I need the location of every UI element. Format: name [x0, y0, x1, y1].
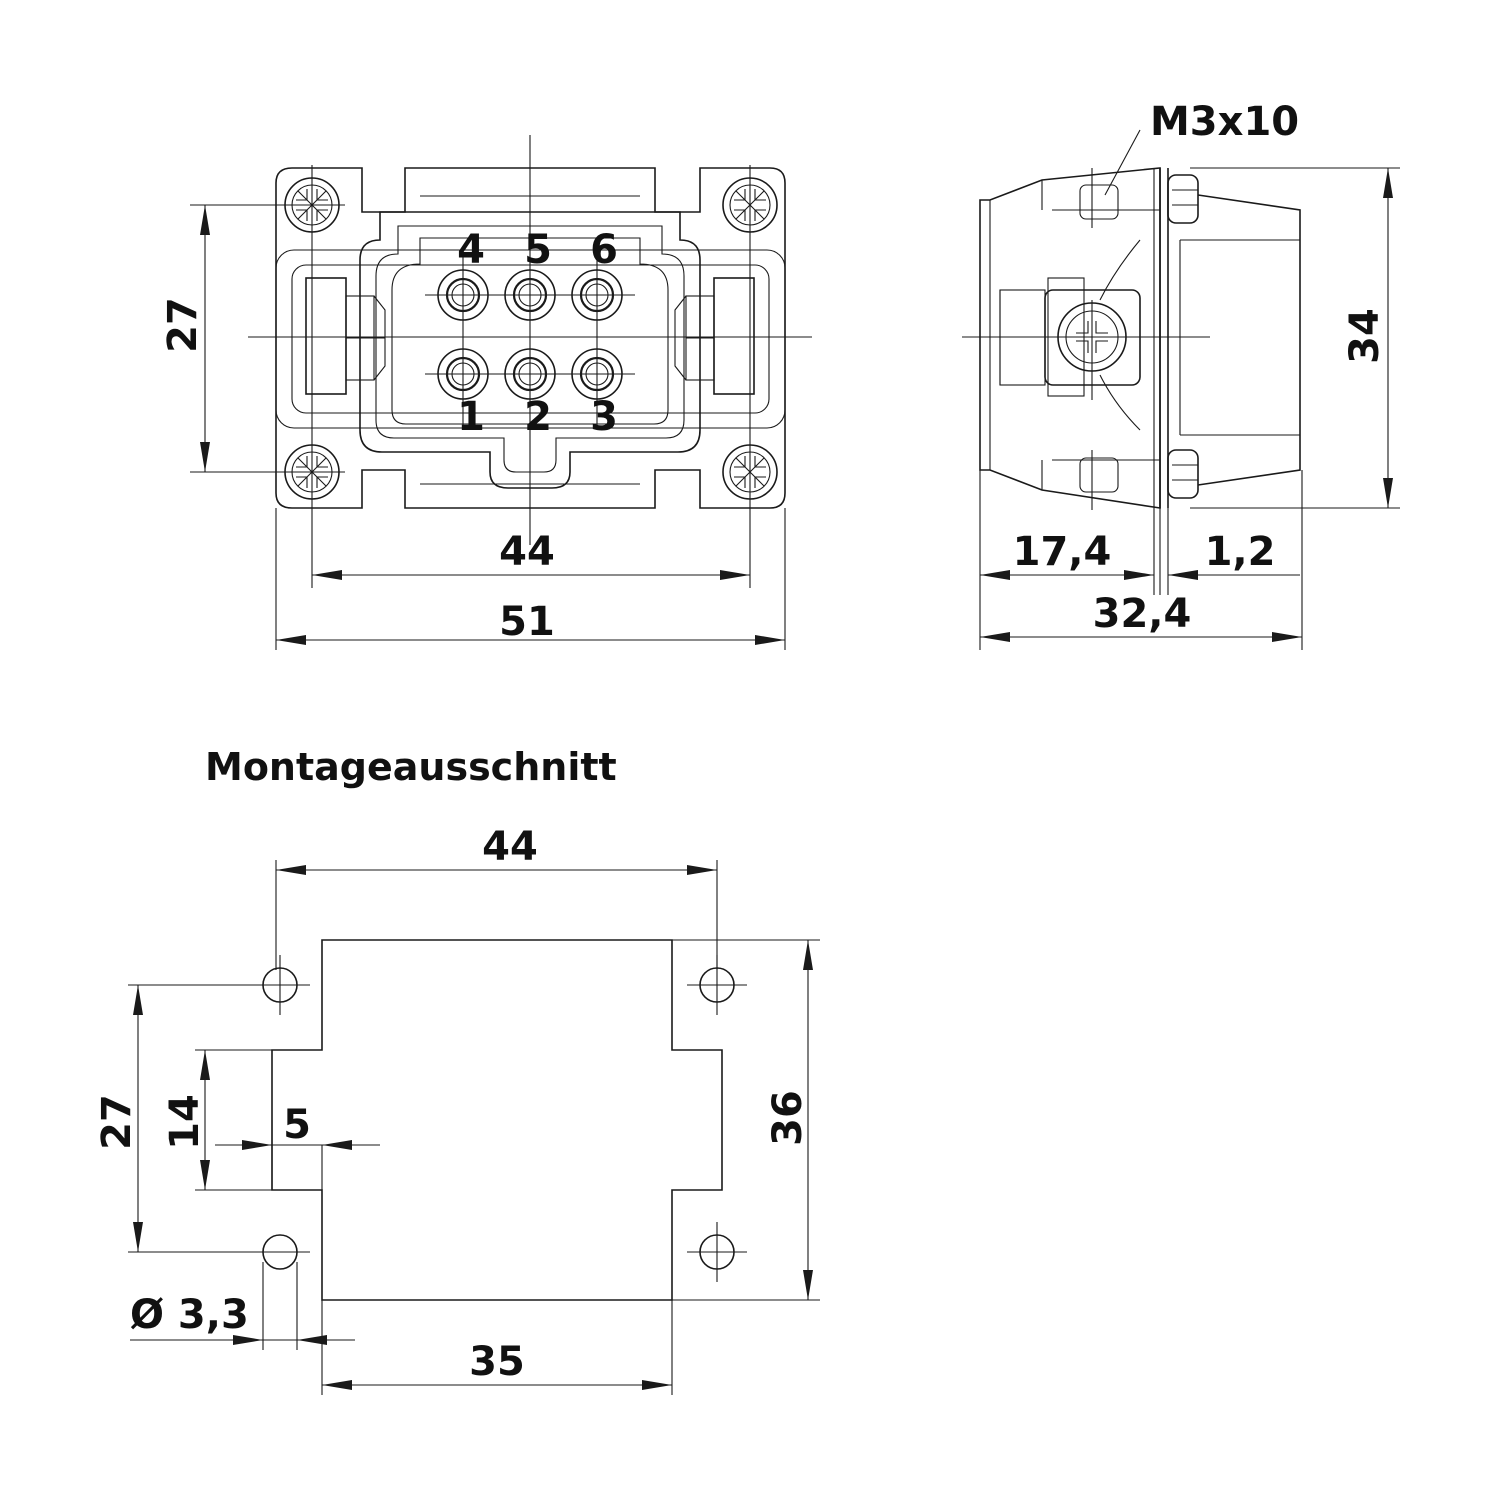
pin-label-6: 6	[590, 227, 618, 273]
pin-label-4: 4	[457, 227, 485, 273]
front-view: 4 5 6 1 2 3 27 44 51	[160, 135, 812, 650]
front-dim-width: 51	[499, 599, 555, 645]
side-view: M3x10 34 17,4 1,2 32,4	[962, 99, 1400, 650]
front-dim-height: 27	[160, 297, 206, 353]
cutout-view: Montageausschnitt 44 27 14 5	[94, 745, 820, 1395]
cutout-title: Montageausschnitt	[205, 745, 617, 789]
cutout-dim-notch-depth: 5	[283, 1102, 311, 1148]
cutout-dim-notch-height: 14	[162, 1094, 208, 1150]
cutout-dim-height: 36	[765, 1090, 811, 1146]
front-dim-hole-spacing: 44	[499, 529, 555, 575]
side-dim-flange: 1,2	[1205, 529, 1276, 575]
screw-label: M3x10	[1150, 99, 1299, 145]
side-dim-depth-front: 17,4	[1013, 529, 1112, 575]
side-dim-depth-total: 32,4	[1093, 591, 1192, 637]
side-dim-height: 34	[1342, 308, 1388, 364]
pin-label-1: 1	[457, 394, 485, 440]
cutout-dim-hole-spacing: 44	[482, 824, 538, 870]
pin-label-3: 3	[590, 394, 618, 440]
cutout-dim-hole-vertical: 27	[94, 1094, 140, 1150]
cutout-dim-hole-diameter: Ø 3,3	[130, 1292, 249, 1338]
cutout-dim-width: 35	[469, 1339, 525, 1385]
pin-label-5: 5	[524, 227, 552, 273]
pin-label-2: 2	[524, 394, 552, 440]
